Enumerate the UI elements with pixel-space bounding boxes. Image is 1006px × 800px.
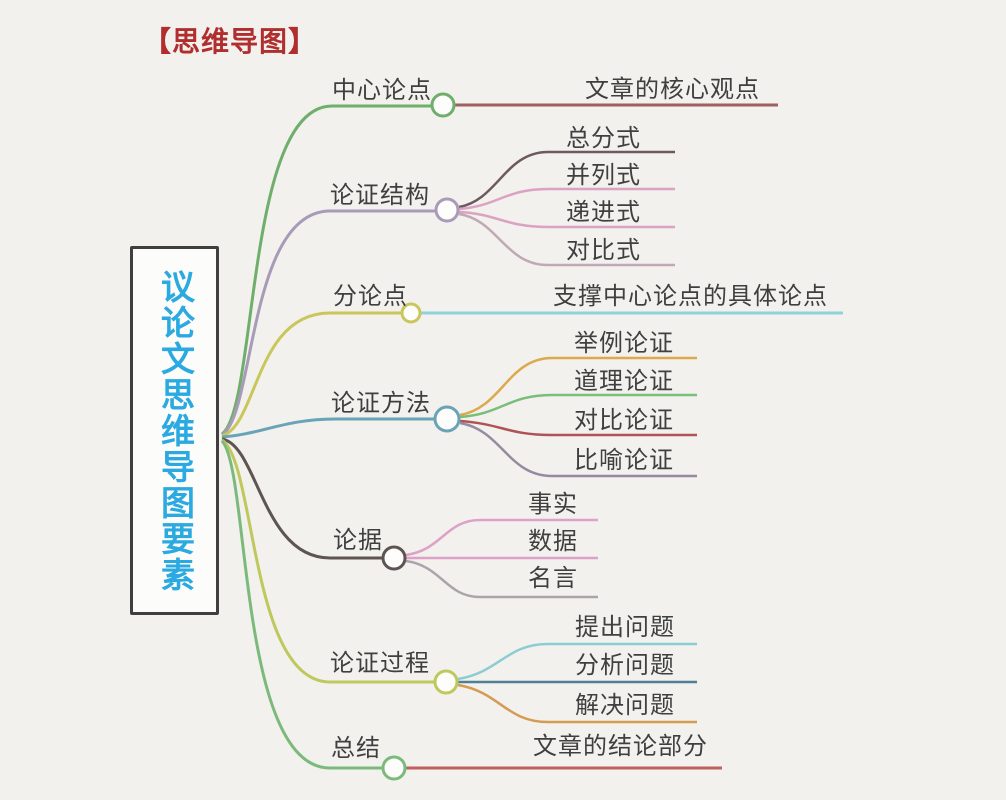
leaf-label-biyu: 比喻论证 <box>574 446 674 474</box>
leaf-label-support-points: 支撑中心论点的具体论点 <box>553 282 828 310</box>
branch-line-evidence <box>221 437 383 560</box>
branch-label-argument-structure: 论证结构 <box>330 181 430 209</box>
leaf-line-biyu <box>459 421 697 478</box>
root-node-box: 议论文思维导图要素 <box>130 246 219 615</box>
leaf-line-tichu <box>457 642 697 681</box>
leaf-line-duibi-shi <box>458 212 675 267</box>
leaf-line-juli <box>459 356 697 417</box>
branch-line-sub-argument <box>221 311 402 438</box>
leaf-label-duibi-lunzheng: 对比论证 <box>574 406 674 434</box>
leaf-line-binglie <box>458 187 675 211</box>
leaf-line-jiejue <box>457 683 697 724</box>
branch-line-argument-method <box>221 417 434 439</box>
branch-label-sub-argument: 分论点 <box>333 282 408 310</box>
leaf-label-tichu: 提出问题 <box>575 613 675 641</box>
leaf-label-juli: 举例论证 <box>574 329 674 357</box>
branch-node-sub-argument <box>400 302 422 324</box>
leaf-line-zongfen <box>458 150 675 209</box>
leaf-label-dijin: 递进式 <box>566 198 641 226</box>
leaf-label-binglie: 并列式 <box>566 161 641 189</box>
branch-label-evidence: 论据 <box>333 526 383 554</box>
branch-label-argument-method: 论证方法 <box>331 389 431 417</box>
leaf-label-shuju: 数据 <box>528 527 578 555</box>
leaf-label-zongfen: 总分式 <box>566 124 641 152</box>
branch-node-argument-method <box>433 405 461 433</box>
branch-line-summary <box>220 439 383 770</box>
branch-line-argument-process <box>221 438 434 684</box>
branch-label-central-argument: 中心论点 <box>332 76 432 104</box>
leaf-label-duibi-shi: 对比式 <box>566 236 641 264</box>
leaf-line-duibi-lunzheng <box>459 419 697 437</box>
branch-node-argument-structure <box>434 197 460 223</box>
branch-node-evidence <box>381 545 407 571</box>
branch-label-summary: 总结 <box>331 734 381 762</box>
leaf-label-conclusion: 文章的结论部分 <box>533 732 708 760</box>
leaf-label-core-viewpoint: 文章的核心观点 <box>585 75 760 103</box>
leaf-line-daoli <box>459 393 697 419</box>
branch-line-argument-structure <box>221 209 436 437</box>
branch-line-central-argument <box>220 104 432 436</box>
branch-node-summary <box>381 755 407 781</box>
root-node-label: 议论文思维导图要素 <box>154 268 195 593</box>
page-title: 【思维导图】 <box>143 25 318 58</box>
leaf-line-dijin <box>458 210 675 229</box>
leaf-label-jiejue: 解决问题 <box>575 691 675 719</box>
branch-label-argument-process: 论证过程 <box>330 649 430 677</box>
leaf-line-mingyan <box>405 559 598 599</box>
leaf-label-shishi: 事实 <box>528 490 578 518</box>
branch-node-argument-process <box>433 669 459 695</box>
leaf-label-daoli: 道理论证 <box>574 367 674 395</box>
leaf-line-shishi <box>405 518 598 557</box>
leaf-label-fenxi: 分析问题 <box>575 651 675 679</box>
branch-node-central-argument <box>430 92 456 118</box>
leaf-label-mingyan: 名言 <box>528 564 578 592</box>
